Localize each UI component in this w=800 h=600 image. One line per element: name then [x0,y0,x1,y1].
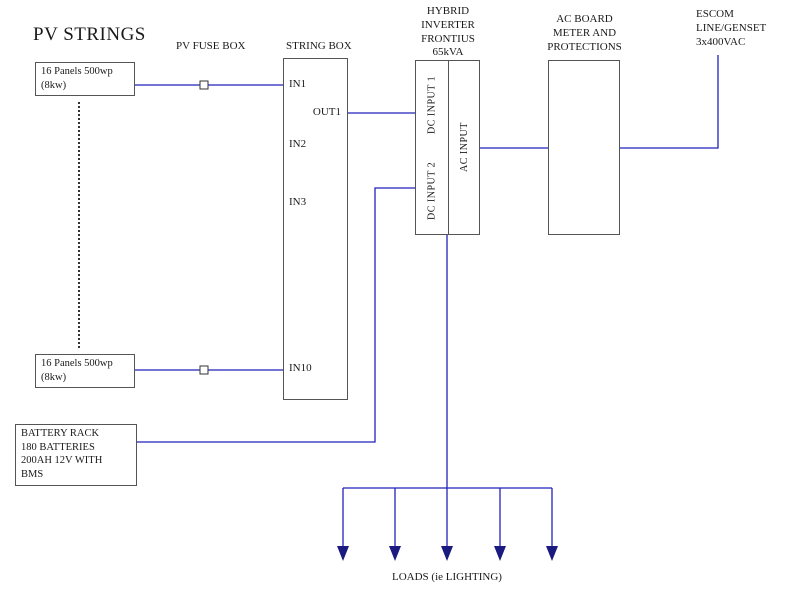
inverter-dc-input-2-label: DC INPUT 2 [426,161,438,221]
load-arrow-icon [389,546,401,561]
pv-panel-box-bottom: 16 Panels 500wp (8kw) [35,354,135,388]
fuse-icon-top [199,80,209,90]
load-arrow-icon [546,546,558,561]
fuse-box-label: PV FUSE BOX [176,40,246,52]
port-out1: OUT1 [312,106,341,118]
loads-label: LOADS (ie LIGHTING) [392,571,502,583]
wire-battery-to-dc2 [137,187,415,443]
wire-acboard-to-escom [620,55,719,149]
page-title: PV STRINGS [33,24,146,45]
load-arrow-icon [494,546,506,561]
port-in2: IN2 [289,138,307,150]
inverter-ac-input-label: AC INPUT [459,122,470,173]
string-box-label: STRING BOX [286,40,352,52]
pv-strings-ellipsis [78,102,80,348]
port-in3: IN3 [289,196,307,208]
inverter-label: HYBRID INVERTER FRONTIUS 65kVA [421,5,475,59]
load-arrow-icon [337,546,349,561]
pv-panel-box-top: 16 Panels 500wp (8kw) [35,62,135,96]
inverter-box: DC INPUT 1 DC INPUT 2 AC INPUT [415,60,480,235]
escom-label: ESCOM LINE/GENSET 3x400VAC [696,8,767,48]
string-box: IN1 OUT1 IN2 IN3 IN10 [283,58,348,400]
ac-board-box [548,60,620,235]
port-in10: IN10 [289,362,312,374]
ac-board-label: AC BOARD METER AND PROTECTIONS [547,13,622,53]
fuse-icon-bottom [199,365,209,375]
load-arrow-icon [441,546,453,561]
port-in1: IN1 [289,78,307,90]
battery-rack-box: BATTERY RACK 180 BATTERIES 200AH 12V WIT… [15,424,137,486]
inverter-internal-divider [448,61,449,234]
inverter-dc-input-1-label: DC INPUT 1 [426,75,438,135]
